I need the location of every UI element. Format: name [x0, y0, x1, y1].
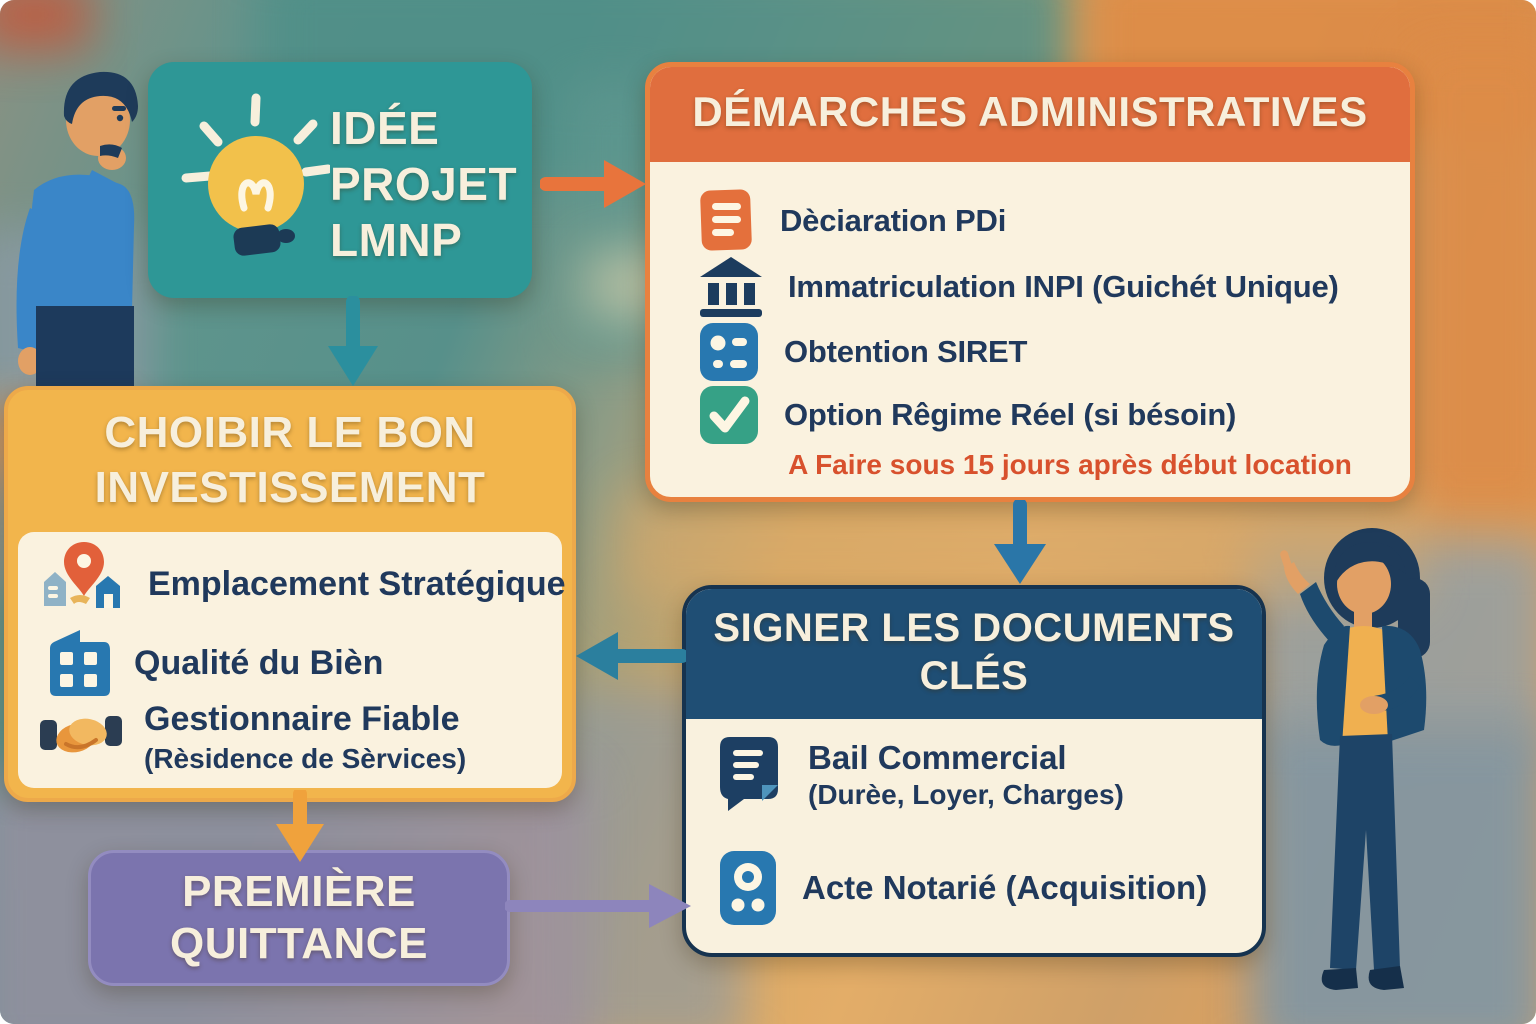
- invest-title-line: INVESTISSEMENT: [94, 462, 486, 512]
- sign-box-header: SIGNER LES DOCUMENTS CLÉS: [686, 589, 1262, 719]
- sign-item-label: Acte Notarié (Acquisition): [802, 869, 1208, 906]
- receipt-box: PREMIÈRE QUITTANCE: [88, 850, 510, 986]
- invest-item-qualite: Qualité du Bièn: [46, 628, 383, 698]
- building-icon: [50, 630, 110, 696]
- bank-icon: [700, 257, 762, 317]
- invest-box: CHOIBIR LE BON INVESTISSEMENT Emplacemen…: [4, 386, 576, 802]
- admin-item-label: Dèciaration PDi: [780, 203, 1007, 238]
- receipt-title-line: QUITTANCE: [170, 919, 428, 968]
- flow-arrow-receipt-to-sign: [505, 884, 691, 928]
- admin-box-title: DÉMARCHES ADMINISTRATIVES: [692, 88, 1368, 135]
- invest-title-line: CHOIBIR LE BON: [104, 408, 476, 457]
- invest-item-emplacement: Emplacement Stratégique: [40, 540, 566, 628]
- admin-item-immatriculation: Immatriculation INPI (Guichét Unique): [700, 257, 1339, 317]
- flow-arrow-idea-to-admin: [540, 160, 646, 208]
- idea-box-title: IDÉE PROJET LMNP: [330, 100, 517, 268]
- admin-item-siret: Obtention SIRET: [700, 323, 1027, 381]
- sign-item-bail: Bail Commercial (Durèe, Loyer, Charges): [720, 737, 1124, 813]
- presenting-woman-illustration: [1280, 528, 1430, 990]
- handshake-icon: [40, 716, 122, 753]
- contract-icon: [720, 737, 778, 811]
- lightbulb-icon: [181, 93, 330, 256]
- document-lines-icon: [700, 189, 752, 251]
- invest-item-gestionnaire: Gestionnaire Fiable (Rèsidence de Sèrvic…: [40, 700, 466, 775]
- admin-box-header: DÉMARCHES ADMINISTRATIVES: [650, 67, 1410, 162]
- invest-box-body: Emplacement Stratégique Qualité du Bièn: [18, 532, 566, 788]
- admin-item-label: Obtention SIRET: [784, 334, 1028, 369]
- idea-title-line: LMNP: [330, 214, 463, 267]
- deadline-note: A Faire sous 15 jours après début locati…: [788, 449, 1352, 480]
- checkbox-icon: [700, 386, 758, 444]
- flow-arrow-invest-to-receipt: [276, 790, 324, 862]
- admin-item-declaration: Dèciaration PDi: [700, 189, 1006, 253]
- id-card-icon: [700, 323, 758, 381]
- flow-arrow-admin-to-sign: [994, 500, 1046, 584]
- receipt-title-line: PREMIÈRE: [182, 867, 416, 917]
- notary-seal-icon: [720, 851, 776, 925]
- sign-title-line: CLÉS: [919, 654, 1029, 698]
- thinking-man-illustration: [16, 71, 138, 392]
- admin-item-label: Immatriculation INPI (Guichét Unique): [788, 269, 1339, 304]
- sign-item-sublabel: (Durèe, Loyer, Charges): [808, 779, 1124, 810]
- sign-item-acte: Acte Notarié (Acquisition): [720, 851, 1207, 925]
- flow-arrow-sign-to-invest: [576, 632, 686, 680]
- admin-box: DÉMARCHES ADMINISTRATIVES Dèciaration PD…: [645, 62, 1415, 502]
- idea-box: IDÉE PROJET LMNP: [148, 62, 532, 298]
- invest-item-sublabel: (Rèsidence de Sèrvices): [144, 743, 467, 774]
- invest-box-header: CHOIBIR LE BON INVESTISSEMENT: [8, 406, 572, 515]
- sign-title-line: SIGNER LES DOCUMENTS: [713, 606, 1235, 650]
- admin-item-label: Option Rêgime Réel (si bésoin): [784, 397, 1237, 432]
- sign-item-label: Bail Commercial: [808, 739, 1067, 776]
- admin-item-regime-reel: Option Rêgime Réel (si bésoin): [700, 386, 1236, 444]
- invest-item-label: Qualité du Bièn: [134, 643, 384, 682]
- invest-item-label: Gestionnaire Fiable: [144, 700, 460, 738]
- flow-arrow-idea-to-invest: [328, 296, 378, 386]
- invest-item-label: Emplacement Stratégique: [148, 564, 566, 603]
- idea-title-line: PROJET: [330, 158, 518, 211]
- map-pin-houses-icon: [44, 542, 120, 608]
- sign-box: SIGNER LES DOCUMENTS CLÉS Bail Commercia…: [682, 585, 1266, 957]
- idea-title-line: IDÉE: [330, 102, 440, 154]
